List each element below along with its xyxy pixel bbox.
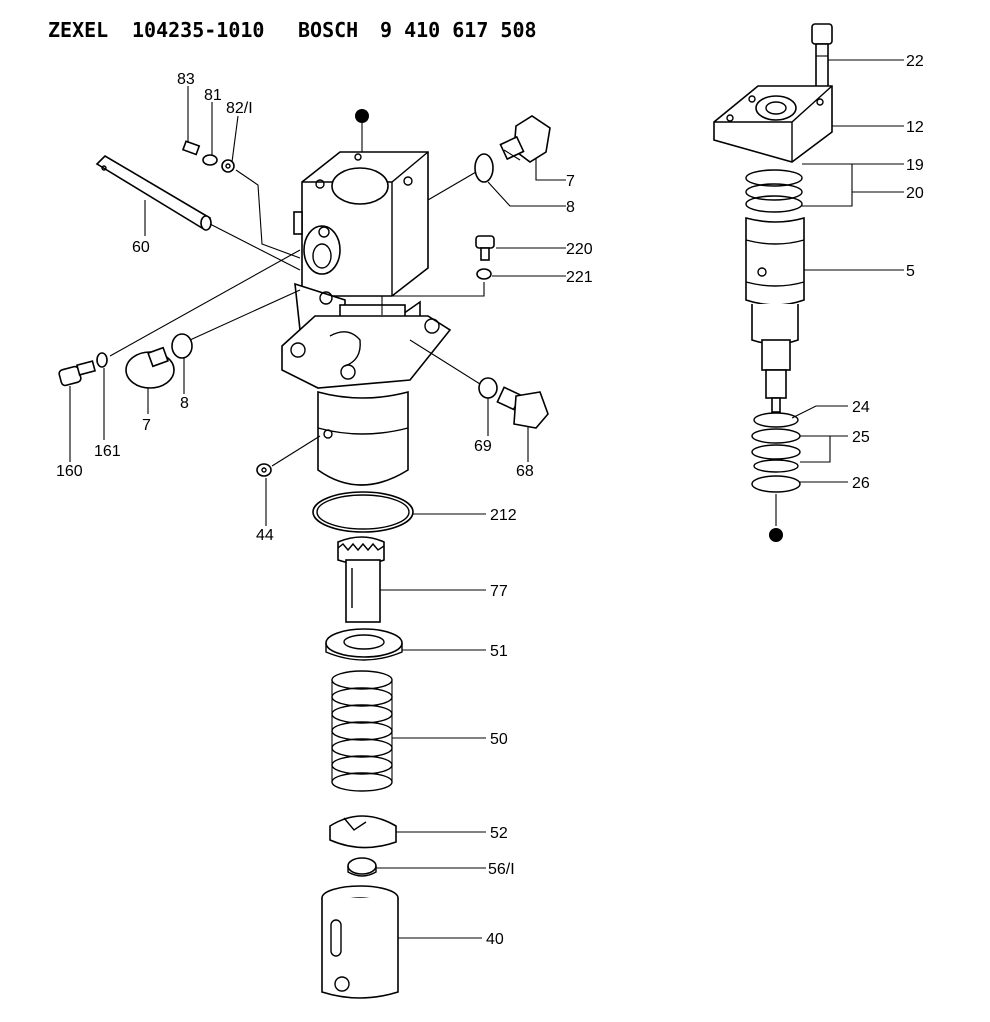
callout-5: 5 bbox=[906, 263, 915, 280]
mounting-flange bbox=[281, 315, 452, 389]
callout-81: 81 bbox=[204, 87, 222, 104]
seal-ring-69 bbox=[478, 377, 498, 399]
callout-44: 44 bbox=[256, 527, 274, 544]
callout-60: 60 bbox=[132, 239, 150, 256]
callout-26: 26 bbox=[852, 475, 870, 492]
plunger-assembly bbox=[713, 23, 833, 542]
shim-56-1 bbox=[347, 857, 377, 877]
callout-24: 24 bbox=[852, 399, 870, 416]
callout-68: 68 bbox=[516, 463, 534, 480]
callout-8-upper: 8 bbox=[566, 199, 575, 216]
callout-20: 20 bbox=[906, 185, 924, 202]
leader-lines bbox=[69, 59, 904, 939]
left-plug-set bbox=[58, 249, 301, 389]
lower-spring-seat-52 bbox=[329, 815, 397, 849]
ring-25-lower bbox=[751, 444, 801, 460]
callout-7-upper: 7 bbox=[566, 173, 575, 190]
callout-56-1: 56/I bbox=[488, 861, 515, 878]
callout-52: 52 bbox=[490, 825, 508, 842]
callout-161: 161 bbox=[94, 443, 121, 460]
roller-tappet-40 bbox=[321, 885, 399, 999]
ring-26 bbox=[751, 475, 801, 493]
plunger-barrel-5 bbox=[745, 216, 805, 306]
callout-51: 51 bbox=[490, 643, 508, 660]
callout-83: 83 bbox=[177, 71, 195, 88]
header-bosch-part-number: 9 410 617 508 bbox=[380, 18, 537, 42]
alignment-marker-bottom bbox=[769, 528, 783, 542]
o-ring-19 bbox=[745, 169, 803, 187]
plunger-spring-50 bbox=[331, 670, 393, 792]
screw-44 bbox=[256, 435, 321, 477]
alignment-marker-top bbox=[355, 109, 369, 123]
bleed-bolt-220 bbox=[381, 235, 495, 315]
washer-221 bbox=[476, 268, 492, 280]
callout-212: 212 bbox=[490, 507, 517, 524]
callout-25: 25 bbox=[852, 429, 870, 446]
seal-ring-8-upper bbox=[474, 153, 494, 183]
callout-19: 19 bbox=[906, 157, 924, 174]
callout-22: 22 bbox=[906, 53, 924, 70]
callout-69: 69 bbox=[474, 438, 492, 455]
ring-25-upper bbox=[751, 428, 801, 444]
washer-161 bbox=[96, 352, 108, 368]
header-zexel-part-number: 104235-1010 bbox=[132, 18, 264, 42]
callout-50: 50 bbox=[490, 731, 508, 748]
callout-8-lower: 8 bbox=[180, 395, 189, 412]
callout-77: 77 bbox=[490, 583, 508, 600]
seal-ring-8-lower bbox=[171, 333, 193, 359]
callout-221: 221 bbox=[566, 269, 593, 286]
spring-seat-51 bbox=[325, 628, 403, 661]
callout-labels: 83 81 82/I 7 8 60 220 221 160 161 7 8 69… bbox=[56, 53, 924, 948]
o-ring-212 bbox=[312, 491, 414, 533]
retainer-24 bbox=[753, 412, 799, 428]
control-sleeve-77 bbox=[337, 536, 385, 623]
diagram-header: ZEXEL 104235-1010 BOSCH 9 410 617 508 bbox=[48, 18, 537, 42]
bolt-22 bbox=[811, 23, 833, 45]
callout-40: 40 bbox=[486, 931, 504, 948]
pump-housing-assembly bbox=[281, 109, 452, 533]
pump-barrel bbox=[317, 390, 409, 486]
callout-220: 220 bbox=[566, 241, 593, 258]
right-plug-set bbox=[409, 339, 549, 429]
callout-160: 160 bbox=[56, 463, 83, 480]
callout-82-1: 82/I bbox=[226, 100, 253, 117]
o-ring-20 bbox=[745, 183, 803, 201]
header-brand-zexel: ZEXEL bbox=[48, 18, 108, 42]
delivery-flange-12 bbox=[713, 85, 833, 163]
header-brand-bosch: BOSCH bbox=[298, 18, 358, 42]
cam-pin-60 bbox=[95, 154, 301, 271]
screw-set-83-81-82 bbox=[181, 140, 301, 259]
callout-7-lower: 7 bbox=[142, 417, 151, 434]
plug-screw-7-upper bbox=[427, 115, 551, 201]
callout-12: 12 bbox=[906, 119, 924, 136]
